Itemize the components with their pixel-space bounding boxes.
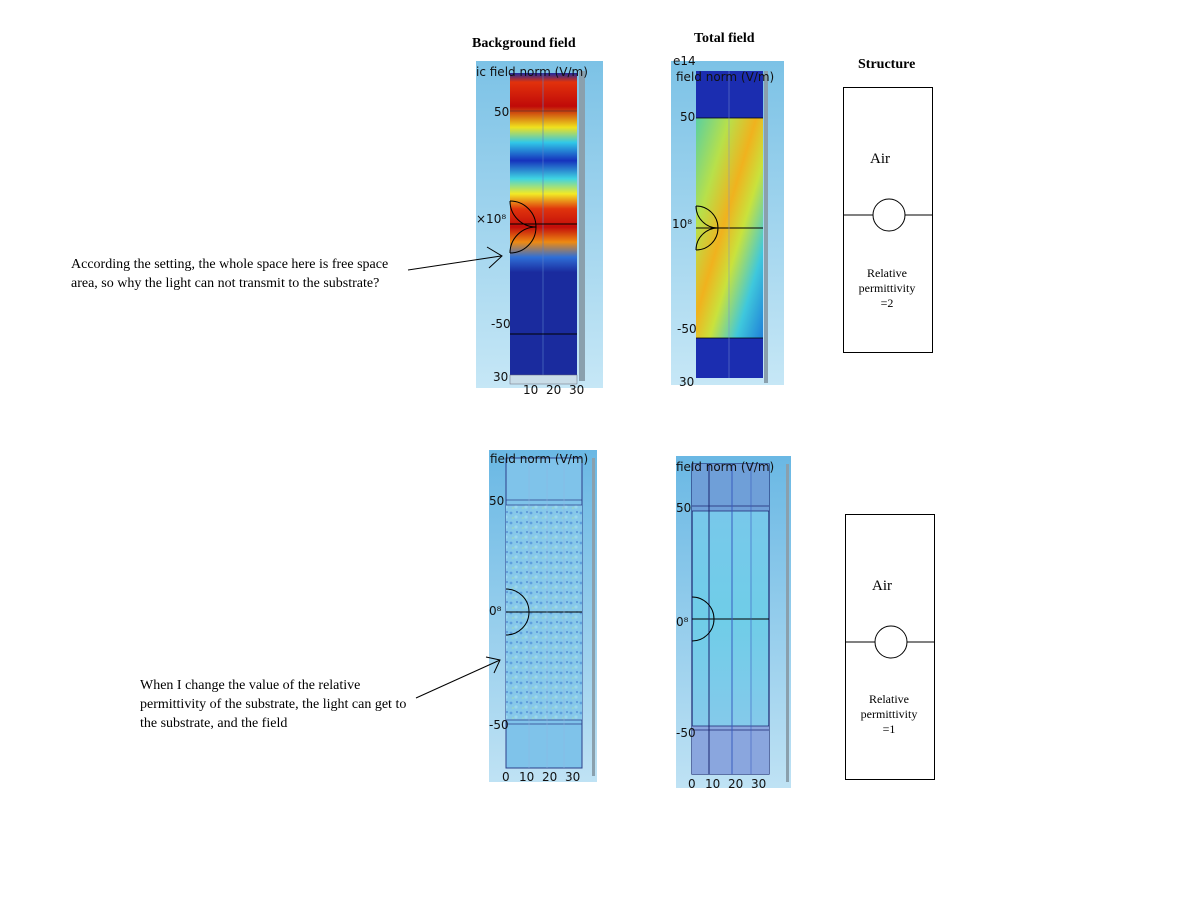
arrow-top — [407, 246, 503, 271]
colorbar-title-bg-top: ic field norm (V/m) — [476, 65, 588, 79]
x-tick-30-total-bottom: 30 — [751, 777, 766, 791]
substrate-line1-bottom: Relative — [869, 692, 909, 706]
y-tick-50-total-bottom: 50 — [676, 501, 691, 515]
substrate-line2-top: permittivity — [858, 281, 916, 295]
scale-label-total-bottom: 0⁸ — [676, 615, 689, 629]
plot-total-field-bottom: field norm (V/m) 50 0⁸ -50 0 10 20 30 — [676, 456, 791, 791]
x-tick-0-total-bottom: 0 — [688, 777, 696, 791]
y-tick-50-bg-bottom: 50 — [489, 494, 504, 508]
y-tick-neg50-bg-bottom: -50 — [489, 718, 509, 732]
annotation-bottom: When I change the value of the relative … — [140, 678, 407, 731]
heading-background-field: Background field — [472, 36, 576, 51]
scale-label-bg-top: ×10⁸ — [476, 212, 506, 226]
y-tick-30-bg-top: 30 — [493, 370, 508, 384]
x-tick-30-bg-top: 30 — [569, 383, 584, 397]
air-label-top: Air — [870, 151, 890, 167]
air-label-bottom: Air — [872, 578, 892, 594]
scale-label-total-top: 10⁸ — [672, 217, 692, 231]
x-tick-10-total-bottom: 10 — [705, 777, 720, 791]
colorbar-title-bg-bottom: field norm (V/m) — [490, 452, 588, 466]
heading-structure: Structure — [858, 57, 916, 72]
annotation-top: According the setting, the whole space h… — [71, 257, 389, 291]
plot-background-field-bottom: field norm (V/m) 50 0⁸ -50 0 10 20 30 — [489, 450, 597, 784]
x-tick-20-bg-top: 20 — [546, 383, 561, 397]
substrate-label-top: Relative permittivity =2 — [848, 266, 926, 311]
arrow-bottom — [415, 656, 501, 699]
colorbar-title-total-top: field norm (V/m) — [676, 70, 774, 84]
substrate-line2-bottom: permittivity — [860, 707, 918, 721]
y-tick-neg50-total-top: -50 — [677, 322, 697, 336]
y-tick-30-total-top: 30 — [679, 375, 694, 389]
x-tick-30-bg-bottom: 30 — [565, 770, 580, 784]
x-tick-10-bg-bottom: 10 — [519, 770, 534, 784]
x-tick-0-bg-bottom: 0 — [502, 770, 510, 784]
substrate-label-bottom: Relative permittivity =1 — [850, 692, 928, 737]
structure-diagram-bottom: Air Relative permittivity =1 — [845, 514, 935, 780]
colorbar-title-total-bottom: field norm (V/m) — [676, 460, 774, 474]
y-tick-neg50-bg-top: -50 — [491, 317, 511, 331]
heading-total-field: Total field — [694, 31, 755, 46]
substrate-line3-top: =2 — [880, 296, 894, 310]
plot-background-field-top: ic field norm (V/m) 50 ×10⁸ -50 30 10 20… — [476, 61, 603, 397]
x-tick-20-bg-bottom: 20 — [542, 770, 557, 784]
substrate-line3-bottom: =1 — [882, 722, 896, 736]
structure-diagram-top: Air Relative permittivity =2 — [843, 87, 933, 353]
substrate-line1-top: Relative — [867, 266, 907, 280]
y-tick-50-total-top: 50 — [680, 110, 695, 124]
y-tick-neg50-total-bottom: -50 — [676, 726, 696, 740]
scale-label-bg-bottom: 0⁸ — [489, 604, 502, 618]
y-tick-50-bg-top: 50 — [494, 105, 509, 119]
plot-total-field-top: e14 field norm (V/m) 50 10⁸ -50 30 — [671, 54, 784, 389]
exponent-label-total-top: e14 — [673, 54, 696, 68]
x-tick-10-bg-top: 10 — [523, 383, 538, 397]
x-tick-20-total-bottom: 20 — [728, 777, 743, 791]
